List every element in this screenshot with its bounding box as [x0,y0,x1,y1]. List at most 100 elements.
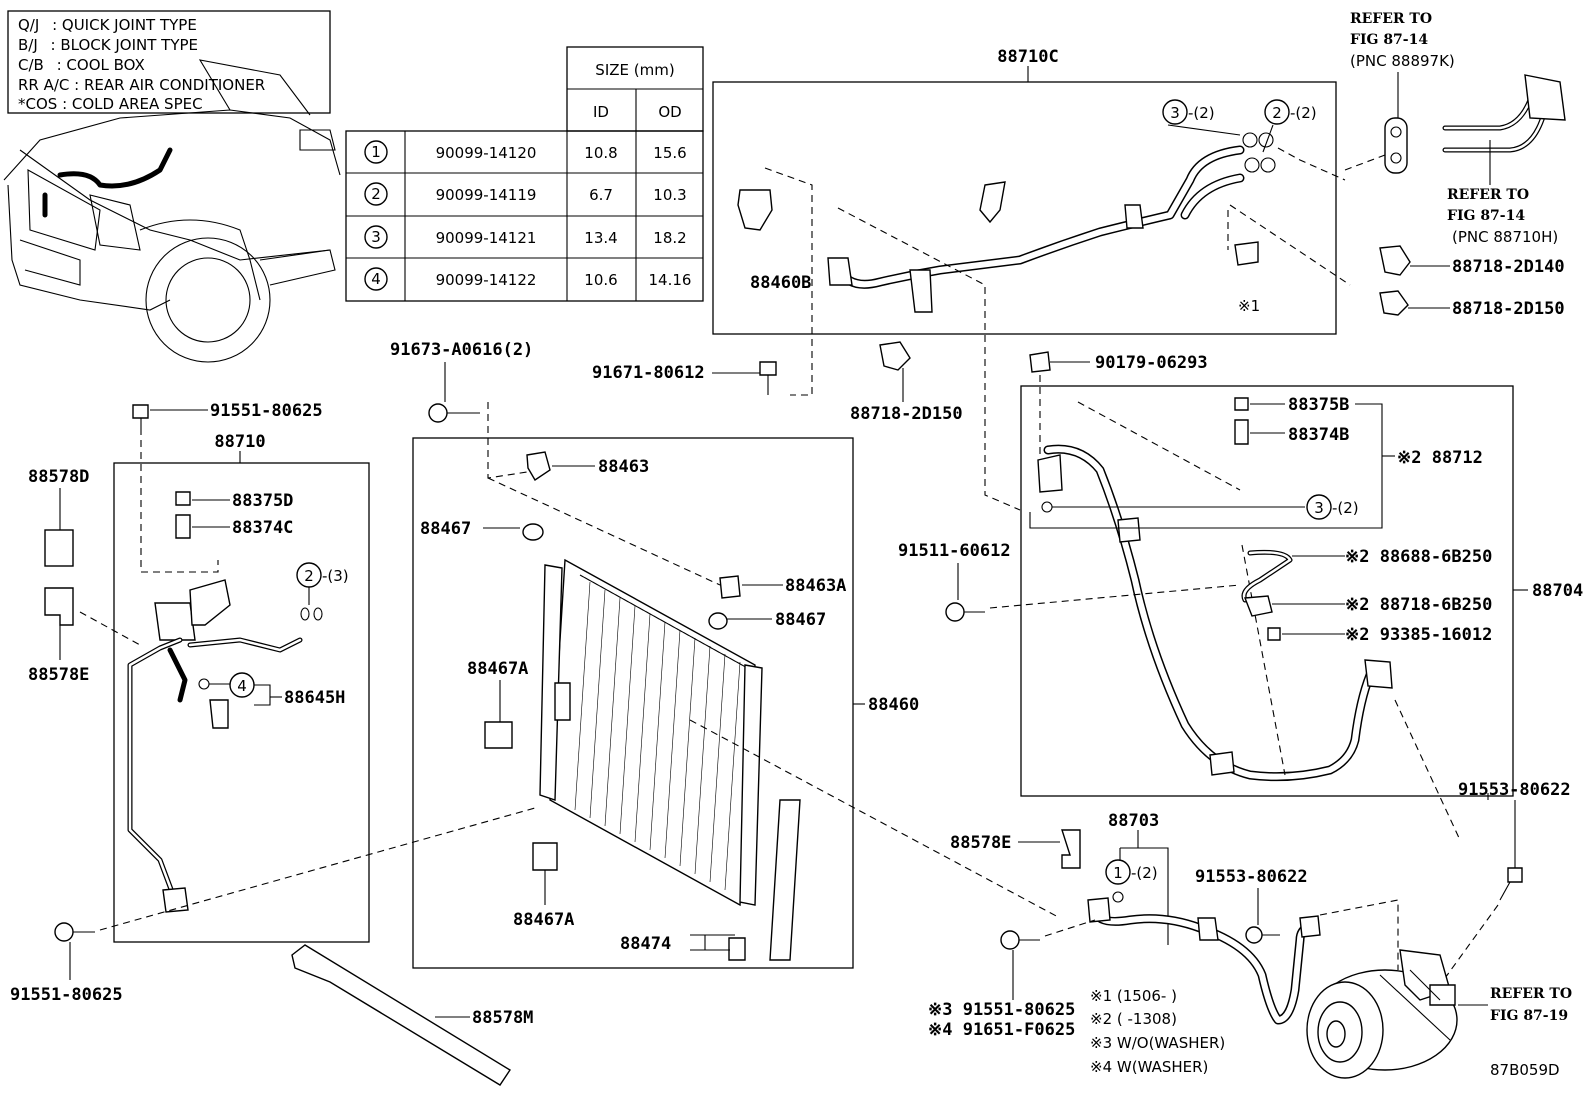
label-88718-2D140: 88718-2D140 [1452,257,1565,277]
label-91551: ※3 91551-80625 [928,1000,1075,1020]
label-93385: ※2 93385-16012 [1345,625,1492,645]
hose-88704-group: 90179-06293 88704 88375B 88374B ※2 88712… [898,351,1583,841]
label-88375B: 88375B [1288,395,1349,415]
label-88375D: 88375D [232,491,293,511]
ring-callout-2: 2 [304,567,314,585]
ref-label: FIG 87-19 [1490,1008,1568,1024]
legend-text: REAR AIR CONDITIONER [84,76,265,94]
ref-label: REFER TO [1490,986,1572,1002]
ring-od: 14.16 [649,271,692,289]
label-88645H: 88645H [284,688,345,708]
label-88578D: 88578D [28,467,89,487]
svg-text:*COS : COLD AREA SPEC: *COS : COLD AREA SPEC [18,95,203,113]
label-88578M: 88578M [472,1008,533,1028]
bolts-top-center: 91673-A0616(2) 91671-80612 88718-2D150 [390,340,963,479]
ref-label: (PNC 88897K) [1350,52,1455,70]
col-id-header: ID [593,103,609,121]
ring-qty: -(2) [1290,104,1317,122]
ring-callout-1: 1 [1113,864,1123,882]
label-91553: 91553-80622 [1458,780,1571,800]
note-text: ※2 ( -1308) [1090,1010,1177,1028]
label-88460B: 88460B [750,273,811,293]
ring-od: 10.3 [653,186,686,204]
ring-qty: -(2) [1131,864,1158,882]
legend-abbr: RR A/C [18,76,69,94]
svg-text:B/J : BLOCK JOINT TYPE: B/J : BLOCK JOINT TYPE [18,36,198,54]
label-91553: 91553-80622 [1195,867,1308,887]
label-88718-2D150: 88718-2D150 [850,404,963,424]
legend-text: COLD AREA SPEC [72,95,203,113]
ring-key: 1 [371,143,381,161]
pipe-88710-group: 91551-80625 88710 88375D 88374C 2 -(3) 4… [10,401,536,1005]
ring-qty: -(2) [1188,104,1215,122]
ref-label: REFER TO [1350,11,1432,27]
label-88704: 88704 [1532,581,1583,601]
ring-id: 10.6 [584,271,617,289]
label-91673: 91673-A0616(2) [390,340,533,360]
ring-od: 15.6 [653,144,686,162]
label-88467A: 88467A [467,659,528,679]
label-88712: ※2 88712 [1397,448,1483,468]
ring-qty: -(3) [322,567,349,585]
ring-part-number: 90099-14120 [436,144,537,162]
label-88578E: 88578E [28,665,89,685]
size-table: SIZE (mm) ID OD 1 90099-14120 10.8 15.6 … [345,46,704,302]
legend-abbr: B/J [18,36,38,54]
svg-text:Q/J : QUICK JOINT TYPE: Q/J : QUICK JOINT TYPE [18,16,197,34]
table-row: 3 90099-14121 13.4 18.2 [364,225,687,249]
bracket-88578M-group: 88578M [291,944,533,1086]
legend-abbr: *COS [18,95,57,113]
table-row: 4 90099-14122 10.6 14.16 [364,267,692,291]
clamp [1379,245,1411,276]
label-88467: 88467 [420,519,471,539]
note-text: ※4 W(WASHER) [1090,1058,1208,1076]
label-88463A: 88463A [785,576,846,596]
legend-abbr: C/B [18,56,44,74]
reference-top-right: REFER TO FIG 87-14 (PNC 88897K) REFER TO… [1344,11,1566,319]
legend-box: Q/J : QUICK JOINT TYPE B/J : BLOCK JOINT… [7,10,331,114]
label-88688: ※2 88688-6B250 [1345,547,1492,567]
ref-label: (PNC 88710H) [1452,228,1558,246]
ring-id: 13.4 [584,229,617,247]
figure-id: 87B059D [1490,1061,1560,1079]
label-88578E: 88578E [950,833,1011,853]
ring-callout-3: 3 [1314,499,1324,517]
ring-od: 18.2 [653,229,686,247]
table-row: 1 90099-14120 10.8 15.6 [364,140,687,164]
compressor [1306,949,1458,1079]
label-91551: 91551-80625 [210,401,323,421]
clamp [1379,290,1409,316]
condenser-core [549,558,756,907]
ring-id: 10.8 [584,144,617,162]
label-90179: 90179-06293 [1095,353,1208,373]
condenser-fins [574,581,741,891]
label-88467A: 88467A [513,910,574,930]
svg-text:RR A/C : REAR AIR CONDITIONER: RR A/C : REAR AIR CONDITIONER [18,76,265,94]
ring-callout-3: 3 [1170,104,1180,122]
ring-qty: -(2) [1332,499,1359,517]
label-note-1: ※1 [1238,297,1260,315]
ring-key: 4 [371,270,381,288]
label-88474: 88474 [620,934,671,954]
ring-key: 2 [371,185,381,203]
ref-label: REFER TO [1447,187,1529,203]
label-88374C: 88374C [232,518,293,538]
size-table-header: SIZE (mm) [595,61,674,79]
legend-abbr: Q/J [18,16,39,34]
footnotes: ※1 (1506- ) ※2 ( -1308) ※3 W/O(WASHER) ※… [1090,987,1225,1076]
note-text: ※3 W/O(WASHER) [1090,1034,1225,1052]
condenser-88460-group: 88460 88463 88467 88463A 88467 [412,437,1061,969]
ring-id: 6.7 [589,186,613,204]
label-88460: 88460 [868,695,919,715]
ring-part-number: 90099-14119 [436,186,537,204]
ring-callout-2: 2 [1272,104,1282,122]
seal-88578M [291,944,511,1086]
label-88710: 88710 [214,432,265,452]
label-91651: ※4 91651-F0625 [928,1020,1075,1040]
vehicle-sketch [3,59,341,363]
hose-88710C-group: 88710C 88460B ※1 3 -(2) 2 -(2) [712,47,1351,511]
svg-text:C/B : COOL BOX: C/B : COOL BOX [18,56,145,74]
label-91671: 91671-80612 [592,363,705,383]
receiver-cover [769,799,801,961]
